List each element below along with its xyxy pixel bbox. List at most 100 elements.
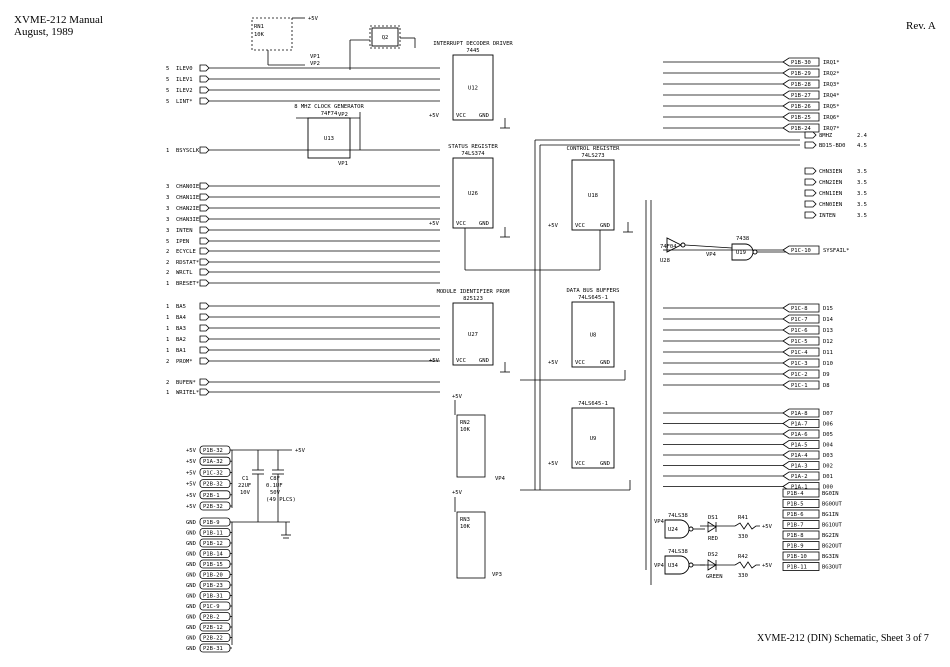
connector-flag <box>782 68 820 78</box>
output-sheet: 2.4 <box>857 133 868 139</box>
port-name: CHAN3IEN <box>176 217 203 223</box>
connector-flag <box>782 450 820 460</box>
chip-part: 825123 <box>463 296 483 302</box>
signal-name: IRQ7* <box>823 126 840 132</box>
output-sheet: 3.5 <box>857 213 867 219</box>
vcc-pin: VCC <box>575 360 585 366</box>
r41-ref: R41 <box>738 515 748 521</box>
connector-box <box>782 530 820 540</box>
chip-part: 74LS273 <box>581 153 604 159</box>
vp1-label: VP1 <box>310 54 320 60</box>
vcc-pin: VCC <box>575 461 585 467</box>
port-name: ILEV1 <box>176 77 193 83</box>
port-name: INTEN <box>176 228 193 234</box>
connector-pin: P1B-6 <box>787 512 804 518</box>
connector-pin: P1B-30 <box>791 60 811 66</box>
port-flag <box>199 86 210 94</box>
rn1-rail: +5V <box>308 16 319 22</box>
ds1-ref: DS1 <box>708 515 718 521</box>
gnd-pin: GND <box>479 358 489 364</box>
chip-title: DATA BUS BUFFERS <box>567 288 620 294</box>
power-pin: P2B-22 <box>203 636 223 642</box>
power-pin: P2B-2 <box>203 615 220 621</box>
connector-flag <box>782 123 820 133</box>
port-flag <box>199 388 210 396</box>
chip-title: 8 MHZ CLOCK GENERATOR <box>294 104 364 110</box>
vp4-label: VP4 <box>495 476 506 482</box>
signal-name: D10 <box>823 361 833 367</box>
output-sheet: 3.5 <box>857 180 867 186</box>
chip-ref: U27 <box>468 332 478 338</box>
sheet-caption: XVME-212 (DIN) Schematic, Sheet 3 of 7 <box>757 633 929 644</box>
output-flag <box>804 141 817 149</box>
port-flag <box>199 378 210 386</box>
ds2-color: GREEN <box>706 574 723 580</box>
port-sheet-ref: 1 <box>166 390 169 396</box>
r42-value: 330 <box>738 573 748 579</box>
connector-flag <box>782 347 820 357</box>
signal-name: D12 <box>823 339 833 345</box>
port-name: CHAN1IEN <box>176 195 203 201</box>
gate-ref: U24 <box>668 527 679 533</box>
port-name: CHAN2IEN <box>176 206 203 212</box>
port-flag <box>199 226 210 234</box>
signal-name: D13 <box>823 328 833 334</box>
signal-name: IRQ5* <box>823 104 840 110</box>
connector-pin: P1A-5 <box>791 443 808 449</box>
connector-pin: P1A-8 <box>791 411 808 417</box>
signal-name: D04 <box>823 443 834 449</box>
chip-part: 74LS374 <box>461 151 485 157</box>
port-sheet-ref: 1 <box>166 326 169 332</box>
vcc-pin: VCC <box>575 223 585 229</box>
port-sheet-ref: 2 <box>166 260 169 266</box>
cap-c8-ref: C8F <box>270 476 280 482</box>
connector-flag <box>782 429 820 439</box>
connector-flag <box>782 112 820 122</box>
signal-name: D03 <box>823 453 833 459</box>
output-name: CHN3IEN <box>819 169 842 175</box>
port-name: IPEN <box>176 239 189 245</box>
port-name: ECYCLE <box>176 249 196 255</box>
signal-name: IRQ3* <box>823 82 840 88</box>
port-flag <box>199 64 210 72</box>
u13-vp1: VP1 <box>338 161 348 167</box>
port-sheet-ref: 1 <box>166 348 169 354</box>
power-pin: P1C-32 <box>203 470 223 476</box>
chip-title: STATUS REGISTER <box>448 144 498 150</box>
connector-pin: P1A-7 <box>791 422 808 428</box>
connector-pin: P1C-1 <box>791 383 808 389</box>
port-sheet-ref: 5 <box>166 77 169 83</box>
connector-box <box>782 551 820 561</box>
connector-flag <box>782 461 820 470</box>
power-pin: P1B-11 <box>203 531 223 537</box>
power-pin: P1B-14 <box>203 552 224 558</box>
connector-pin: P1B-7 <box>787 523 804 529</box>
connector-pin: P1C-4 <box>791 350 808 356</box>
signal-name: D00 <box>823 485 833 491</box>
connector-pin: P1A-1 <box>791 485 808 491</box>
power-pin: P1B-23 <box>203 583 223 589</box>
connector-flag <box>782 369 820 379</box>
power-net: GND <box>186 520 196 526</box>
r42-ref: R42 <box>738 554 748 560</box>
signal-name: IRQ1* <box>823 60 840 66</box>
output-sheet: 3.5 <box>857 202 867 208</box>
power-pin: P2B-32 <box>203 482 223 488</box>
port-sheet-ref: 1 <box>166 148 169 154</box>
power-pin: P1C-9 <box>203 604 220 610</box>
power-net: +5V <box>186 482 197 488</box>
plus5v-label: +5V <box>429 113 440 119</box>
